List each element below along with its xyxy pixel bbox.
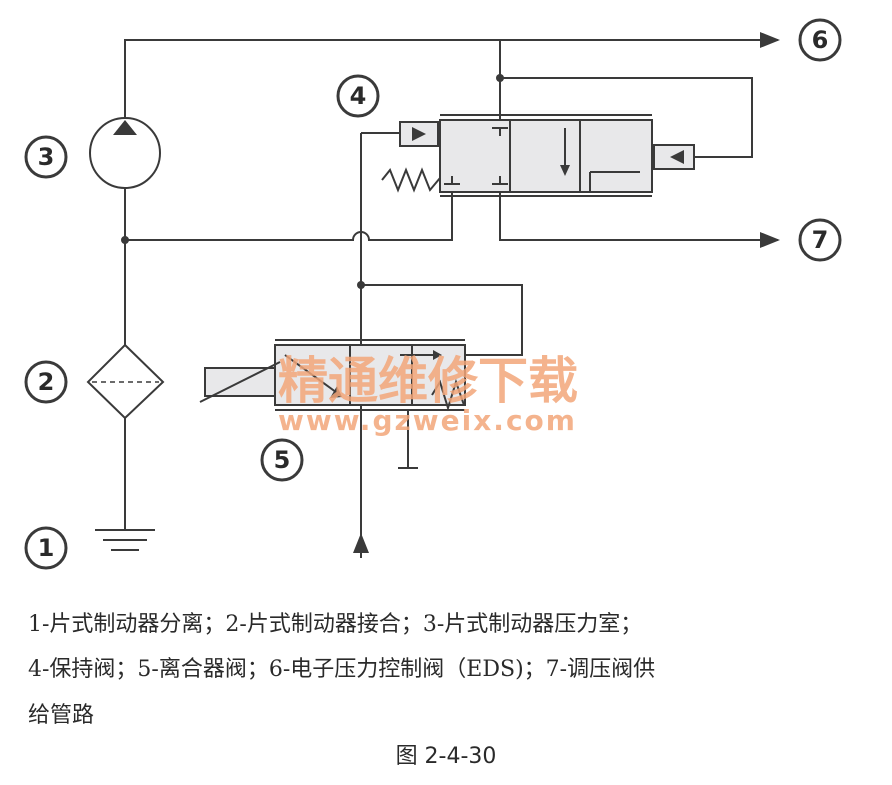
legend-line-3: 给管路 xyxy=(28,703,95,728)
pipe-out-7 xyxy=(499,184,780,248)
svg-text:7: 7 xyxy=(812,226,829,254)
hydraulic-circuit-diagram: 1 2 3 4 5 6 7 精通维修下载 www.gzweix.com xyxy=(24,18,842,570)
pipe-top xyxy=(124,32,780,117)
label-circle-3: 3 xyxy=(24,135,68,179)
label-circle-5: 5 xyxy=(260,438,304,482)
svg-text:6: 6 xyxy=(812,26,829,54)
label-circle-2: 2 xyxy=(24,360,68,404)
label-circle-4: 4 xyxy=(336,74,380,118)
svg-text:1: 1 xyxy=(38,534,55,562)
watermark-url: www.gzweix.com xyxy=(278,404,577,437)
label-circle-6: 6 xyxy=(798,18,842,62)
clutch-valve xyxy=(199,339,466,412)
svg-text:5: 5 xyxy=(274,446,291,474)
label-circle-1: 1 xyxy=(24,526,68,570)
svg-text:4: 4 xyxy=(350,82,367,110)
filter-symbol xyxy=(86,343,165,420)
svg-text:2: 2 xyxy=(38,368,55,396)
drain-symbol xyxy=(398,410,418,469)
figure-number: 图 2-4-30 xyxy=(395,744,497,769)
holding-valve xyxy=(381,114,695,197)
pump-symbol xyxy=(89,117,161,189)
label-circle-7: 7 xyxy=(798,218,842,262)
watermark-cn: 精通维修下载 xyxy=(278,352,578,410)
pipe-pilot-5 xyxy=(361,284,523,356)
legend-line-2: 4-保持阀；5-离合器阀；6-电子压力控制阀（EDS)；7-调压阀供 xyxy=(28,657,656,682)
ground-symbol xyxy=(95,529,155,551)
legend-line-1: 1-片式制动器分离；2-片式制动器接合；3-片式制动器压力室； xyxy=(28,612,643,637)
svg-text:3: 3 xyxy=(38,143,55,171)
pipe-feedback xyxy=(499,40,753,158)
pipe-supply-7 xyxy=(125,184,453,241)
